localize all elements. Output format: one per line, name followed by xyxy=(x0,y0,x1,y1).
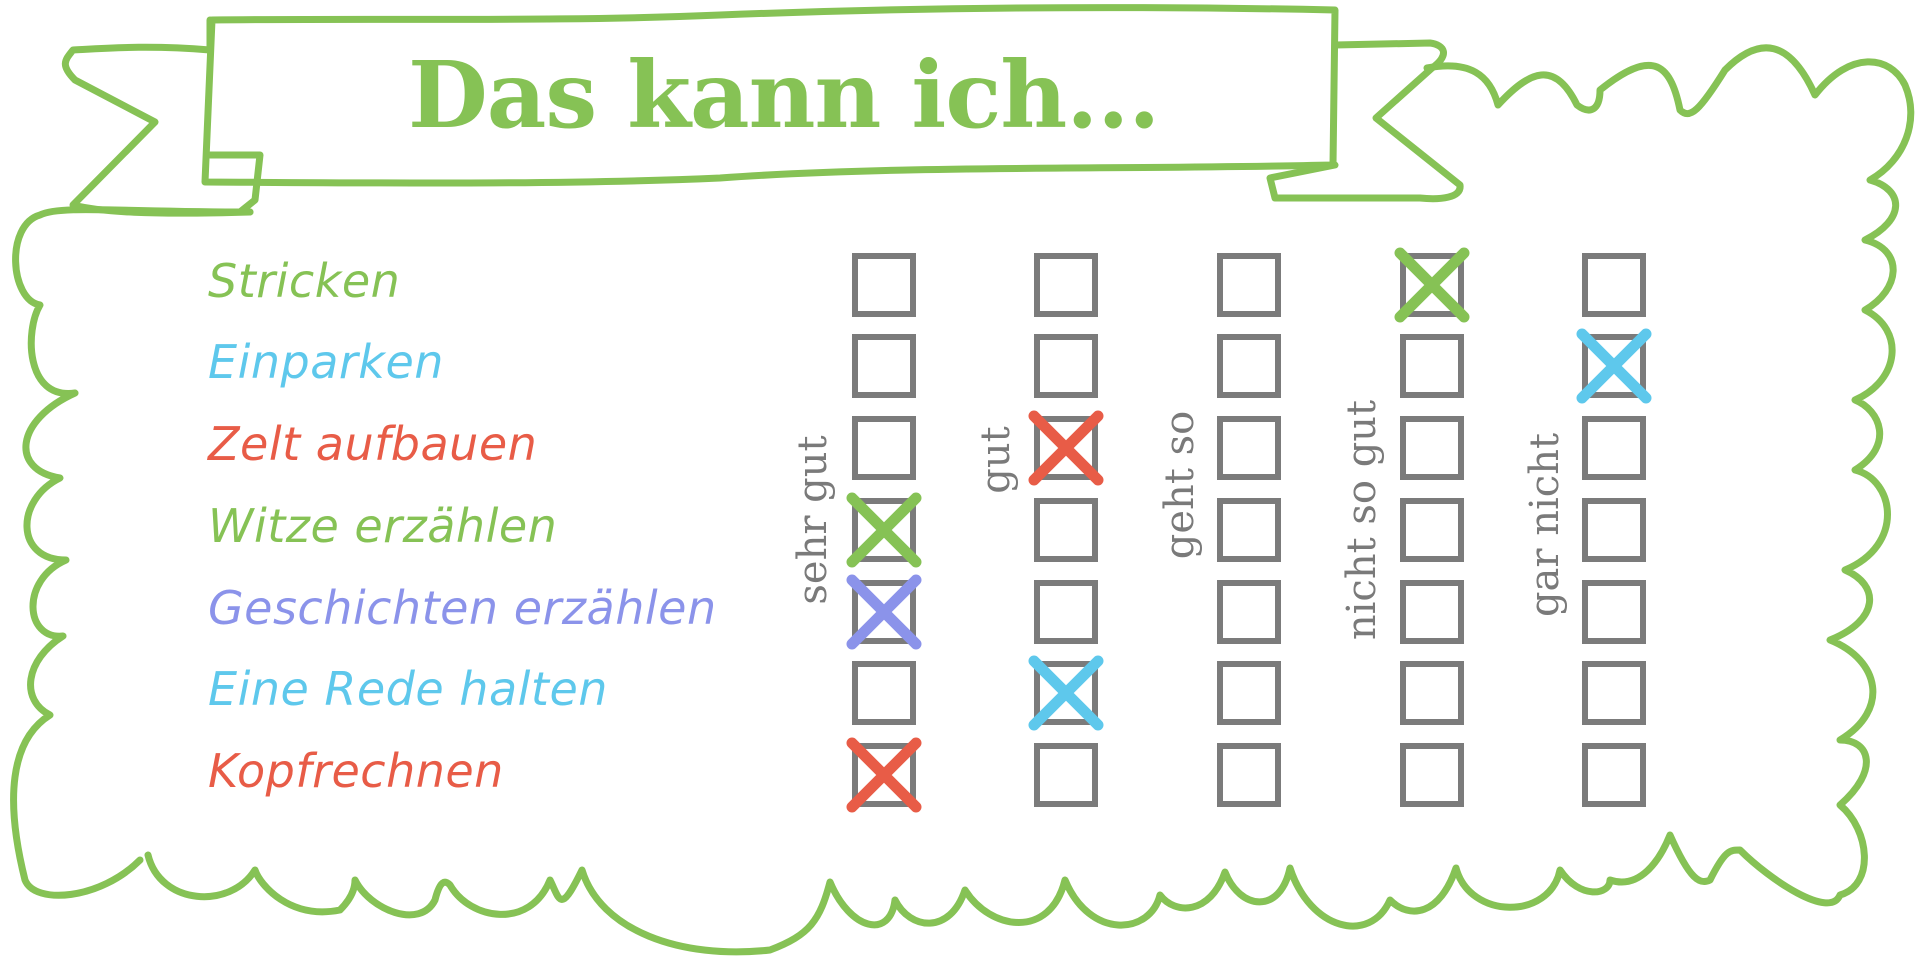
rating-checkbox[interactable] xyxy=(1034,253,1098,317)
rating-checkbox[interactable] xyxy=(1217,253,1281,317)
rating-checkbox[interactable] xyxy=(846,737,922,813)
rating-checkbox[interactable] xyxy=(1217,498,1281,562)
x-mark-icon xyxy=(846,737,922,813)
rating-checkbox[interactable] xyxy=(1582,580,1646,644)
rating-checkbox[interactable] xyxy=(1582,416,1646,480)
rating-checkbox[interactable] xyxy=(1400,580,1464,644)
x-mark-icon xyxy=(1028,410,1104,486)
rating-checkbox[interactable] xyxy=(852,253,916,317)
rating-checkbox[interactable] xyxy=(846,574,922,650)
x-mark-icon xyxy=(1028,655,1104,731)
page-title: Das kann ich... xyxy=(408,41,1160,149)
rating-checkbox[interactable] xyxy=(1217,661,1281,725)
rating-checkbox[interactable] xyxy=(1400,334,1464,398)
rating-checkbox[interactable] xyxy=(1582,661,1646,725)
column-label: gut xyxy=(973,426,1019,494)
rating-checkbox[interactable] xyxy=(1217,743,1281,807)
rating-checkbox[interactable] xyxy=(1028,655,1104,731)
x-mark-icon xyxy=(1394,247,1470,323)
cloud-border xyxy=(10,44,1915,956)
rating-checkbox[interactable] xyxy=(852,416,916,480)
rating-checkbox[interactable] xyxy=(1400,743,1464,807)
rating-checkbox[interactable] xyxy=(852,334,916,398)
rating-checkbox[interactable] xyxy=(1394,247,1470,323)
column-label: gar nicht xyxy=(1522,432,1568,618)
x-mark-icon xyxy=(846,574,922,650)
ribbon-left-tail xyxy=(61,16,264,217)
skill-label: Geschichten erzählen xyxy=(208,581,717,635)
rating-checkbox[interactable] xyxy=(1028,410,1104,486)
rating-checkbox[interactable] xyxy=(1034,334,1098,398)
x-mark-icon xyxy=(1576,328,1652,404)
ribbon-right-tail xyxy=(1266,39,1464,203)
rating-checkbox[interactable] xyxy=(1576,328,1652,404)
column-label: geht so xyxy=(1157,410,1203,560)
rating-checkbox[interactable] xyxy=(1582,253,1646,317)
rating-checkbox[interactable] xyxy=(1400,661,1464,725)
rating-checkbox[interactable] xyxy=(1582,743,1646,807)
rating-checkbox[interactable] xyxy=(1217,416,1281,480)
skill-label: Einparken xyxy=(208,335,444,389)
skill-label: Eine Rede halten xyxy=(208,662,608,716)
skill-label: Kopfrechnen xyxy=(208,744,504,798)
x-mark-icon xyxy=(846,492,922,568)
rating-checkbox[interactable] xyxy=(852,661,916,725)
rating-checkbox[interactable] xyxy=(1217,580,1281,644)
rating-checkbox[interactable] xyxy=(1400,416,1464,480)
skill-label: Stricken xyxy=(208,254,401,308)
rating-checkbox[interactable] xyxy=(1400,498,1464,562)
column-label: nicht so gut xyxy=(1339,399,1385,641)
rating-checkbox[interactable] xyxy=(1582,498,1646,562)
rating-checkbox[interactable] xyxy=(1034,580,1098,644)
rating-checkbox[interactable] xyxy=(1034,743,1098,807)
skill-label: Witze erzählen xyxy=(208,499,558,553)
rating-checkbox[interactable] xyxy=(1217,334,1281,398)
column-label: sehr gut xyxy=(790,435,836,605)
rating-checkbox[interactable] xyxy=(846,492,922,568)
rating-checkbox[interactable] xyxy=(1034,498,1098,562)
skill-label: Zelt aufbauen xyxy=(208,417,538,471)
